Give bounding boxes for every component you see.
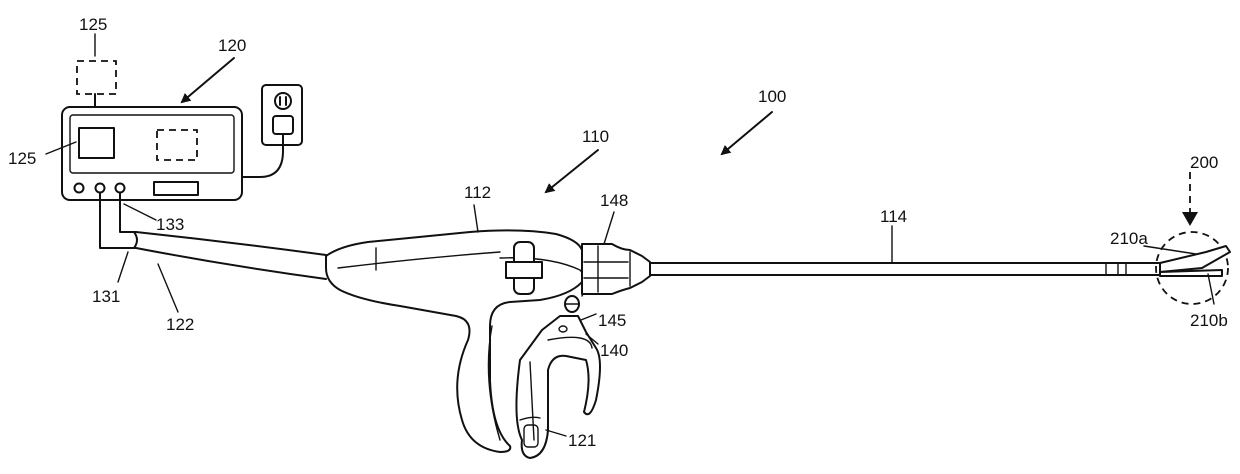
label-210b: 210b [1190,311,1228,330]
port-3 [116,184,125,193]
label-120: 120 [218,36,246,55]
handpiece [326,230,600,458]
cable [100,193,326,279]
port-1 [75,184,84,193]
rotation-knob [582,244,650,294]
label-133: 133 [156,215,184,234]
button-clip [506,262,542,278]
port-2 [96,184,105,193]
remote-module-box [77,61,116,94]
label-125-left: 125 [8,149,36,168]
label-200: 200 [1190,153,1218,172]
end-effector [1156,232,1230,304]
label-145: 145 [598,311,626,330]
callout-arrows [182,58,1198,226]
label-140: 140 [600,341,628,360]
wall-outlet [242,85,302,177]
reference-labels: 125 120 125 133 131 122 112 110 148 100 … [8,15,1228,450]
console-slot [154,182,198,195]
leader-lines [46,34,1214,436]
optional-display-box [157,130,197,160]
label-112: 112 [464,183,491,202]
label-121: 121 [568,431,596,450]
label-131: 131 [92,287,120,306]
label-210a: 210a [1110,229,1148,248]
display-screen [79,128,114,158]
label-125-top: 125 [79,15,107,34]
generator-console [62,107,242,200]
jaw-lower [1160,270,1222,276]
label-114: 114 [880,207,907,226]
label-122: 122 [166,315,194,334]
shaft [650,263,1160,275]
label-110: 110 [582,127,609,146]
label-100: 100 [758,87,786,106]
label-148: 148 [600,191,628,210]
